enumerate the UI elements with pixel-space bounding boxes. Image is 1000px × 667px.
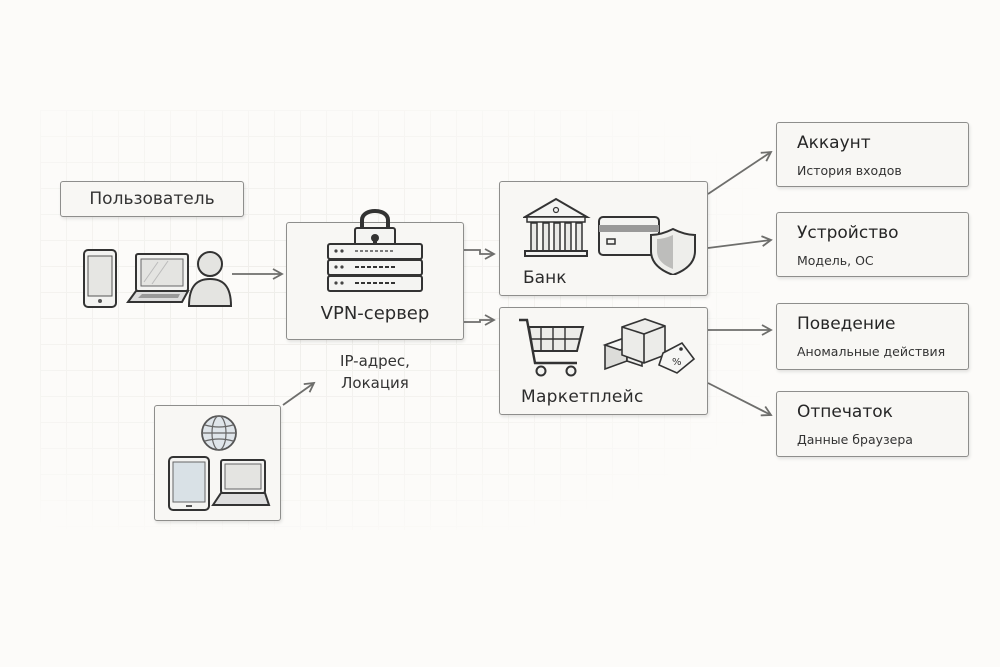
arrow-bank-to-account xyxy=(707,150,773,195)
smartphone-icon xyxy=(83,249,117,308)
signal-card-fingerprint: Отпечаток Данные браузера xyxy=(776,391,969,457)
signal-subtitle: История входов xyxy=(797,163,902,178)
signal-subtitle: Данные браузера xyxy=(797,432,913,447)
discount-tag-text: % xyxy=(672,357,682,368)
tablet-icon xyxy=(168,456,210,511)
vpn-caption: IP-адрес, Локация xyxy=(286,350,464,394)
other-devices-icons xyxy=(168,415,271,511)
vpn-caption-location: Локация xyxy=(341,374,409,392)
laptop-icon xyxy=(211,459,271,506)
signal-subtitle: Модель, ОС xyxy=(797,253,874,268)
signal-title: Поведение xyxy=(797,314,896,334)
server-rack-icon xyxy=(327,243,423,292)
arrow-vpn-to-bank xyxy=(464,248,496,260)
bank-label: Банк xyxy=(523,268,567,288)
signal-card-account: Аккаунт История входов xyxy=(776,122,969,187)
globe-icon xyxy=(201,415,237,451)
discount-tag-icon: % xyxy=(658,341,696,374)
boxes-icon xyxy=(602,318,666,371)
user-label: Пользователь xyxy=(89,189,215,209)
vpn-icons xyxy=(327,209,423,292)
arrow-devices-to-vpn xyxy=(282,381,316,406)
signal-title: Аккаунт xyxy=(797,133,871,153)
signal-card-behavior: Поведение Аномальные действия xyxy=(776,303,969,370)
signal-card-device: Устройство Модель, ОС xyxy=(776,212,969,277)
laptop-icon xyxy=(126,253,190,303)
shopping-cart-icon xyxy=(519,318,585,377)
signal-title: Устройство xyxy=(797,223,899,243)
user-icon xyxy=(187,251,232,307)
signal-subtitle: Аномальные действия xyxy=(797,344,946,359)
arrow-vpn-to-market xyxy=(464,314,496,326)
arrow-bank-to-device xyxy=(707,235,773,249)
user-devices-group xyxy=(83,249,232,308)
arrow-market-to-fingerprint xyxy=(707,382,773,417)
vpn-caption-ip: IP-адрес, xyxy=(340,352,410,370)
user-label-box: Пользователь xyxy=(60,181,244,217)
bank-icons xyxy=(523,197,696,275)
shield-icon xyxy=(650,227,696,275)
bank-building-icon xyxy=(523,197,591,257)
marketplace-label: Маркетплейс xyxy=(521,387,644,407)
marketplace-icons: % xyxy=(519,318,696,377)
signal-title: Отпечаток xyxy=(797,402,893,422)
vpn-server-label: VPN-сервер xyxy=(320,303,430,324)
